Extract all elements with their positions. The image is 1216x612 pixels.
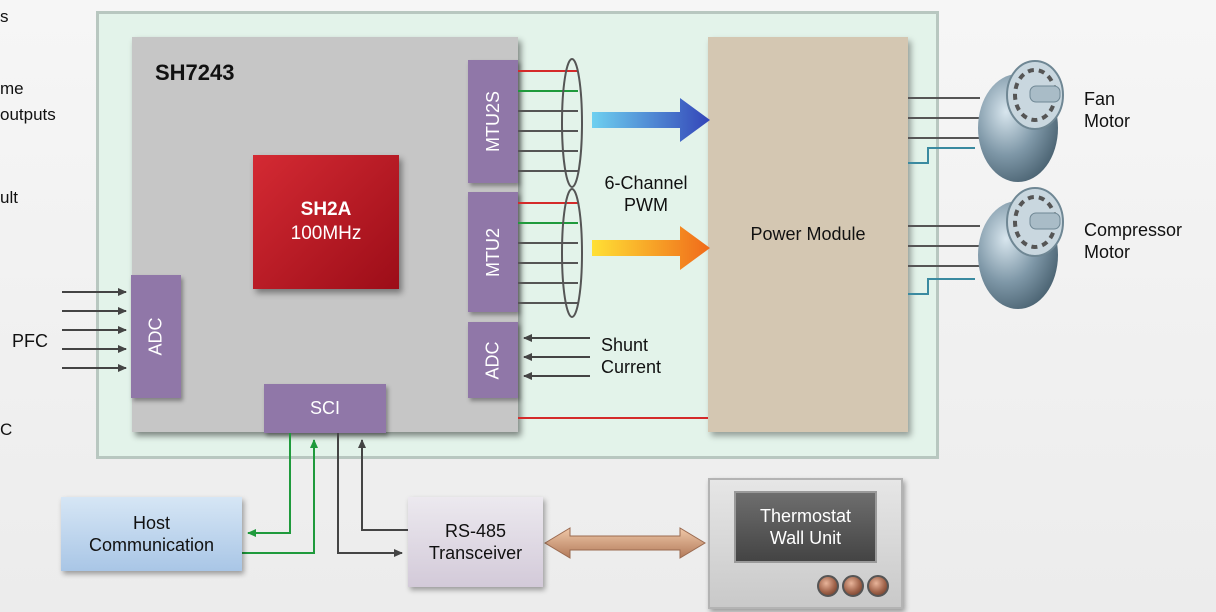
- clipped-text-2: me: [0, 79, 24, 98]
- rs485-line1: RS-485: [444, 521, 507, 541]
- clipped-text-4: ult: [0, 188, 18, 207]
- mtu2-label: MTU2: [482, 227, 503, 277]
- thermostat-knob-3-icon: [867, 575, 889, 597]
- adc-shunt-block: ADC: [468, 322, 518, 398]
- compressor-motor-line2: Motor: [1084, 242, 1131, 262]
- power-module-label: Power Module: [750, 224, 866, 244]
- mtu2s-label: MTU2S: [482, 90, 503, 153]
- sci-block: SCI: [264, 384, 386, 433]
- adc-shunt-label: ADC: [482, 340, 503, 380]
- thermostat-line2: Wall Unit: [769, 528, 842, 548]
- compressor-motor-icon: [978, 187, 1064, 309]
- clipped-text-3: outputs: [0, 105, 56, 124]
- clipped-text-1: s: [0, 7, 9, 26]
- host-communication-box: Host Communication: [61, 497, 242, 571]
- pwm-label: 6-Channel PWM: [598, 172, 694, 216]
- fan-motor-icon: [978, 60, 1064, 182]
- sci-label: SCI: [309, 398, 340, 418]
- host-line1: Host: [132, 513, 170, 533]
- fan-motor-label: Fan Motor: [1084, 88, 1130, 132]
- compressor-motor-label: Compressor Motor: [1084, 219, 1182, 263]
- power-module: Power Module: [708, 37, 908, 432]
- fan-motor-line1: Fan: [1084, 89, 1116, 109]
- pwm-label-line1: 6-Channel: [604, 173, 688, 193]
- mtu2-block: MTU2: [468, 192, 518, 312]
- shunt-label-line2: Current: [601, 357, 662, 377]
- pwm-label-line2: PWM: [624, 195, 668, 215]
- fan-motor-line2: Motor: [1084, 111, 1131, 131]
- thermostat-screen: Thermostat Wall Unit: [734, 491, 877, 563]
- clipped-text-5: C: [0, 420, 13, 439]
- adc-pfc-label: ADC: [145, 317, 166, 356]
- host-line2: Communication: [88, 535, 215, 555]
- core-name: SH2A: [300, 199, 352, 220]
- cpu-core: SH2A 100MHz: [253, 155, 399, 289]
- thermostat-line1: Thermostat: [759, 506, 852, 526]
- compressor-motor-line1: Compressor: [1084, 220, 1183, 240]
- shunt-current-label: Shunt Current: [601, 334, 661, 378]
- chip-name: SH7243: [155, 60, 235, 85]
- rs485-transceiver-box: RS-485 Transceiver: [408, 497, 543, 587]
- pfc-label: PFC: [12, 331, 48, 351]
- rs485-line2: Transceiver: [428, 543, 523, 563]
- rs485-thermostat-arrow: [544, 527, 706, 559]
- core-frequency: 100MHz: [290, 223, 362, 244]
- thermostat-knob-2-icon: [842, 575, 864, 597]
- thermostat-wall-unit: Thermostat Wall Unit: [708, 478, 903, 609]
- adc-pfc-block: ADC: [131, 275, 181, 398]
- thermostat-knob-1-icon: [817, 575, 839, 597]
- mtu2s-block: MTU2S: [468, 60, 518, 183]
- shunt-label-line1: Shunt: [601, 335, 649, 355]
